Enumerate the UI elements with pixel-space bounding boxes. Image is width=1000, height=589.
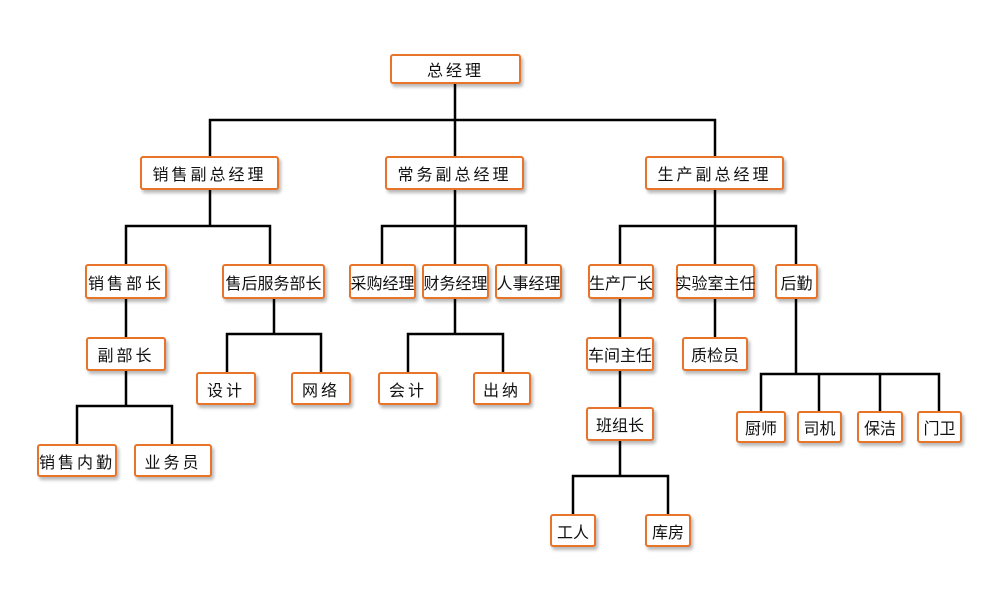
node-lab-director: 实验室主任 <box>676 264 756 299</box>
connector-plant <box>571 297 670 516</box>
node-general-manager: 总经理 <box>390 54 521 84</box>
node-plant-manager: 生产厂长 <box>588 264 654 299</box>
connector-gm-vps <box>208 80 717 160</box>
node-sales-support: 销售内勤 <box>37 444 117 477</box>
node-ops-vp: 常务副总经理 <box>385 156 524 190</box>
node-network: 网络 <box>291 372 351 405</box>
node-warehouse: 库房 <box>645 514 691 547</box>
node-workshop-director: 车间主任 <box>586 337 654 371</box>
connector-deputy <box>75 369 174 446</box>
node-team-leader: 班组长 <box>586 407 654 441</box>
node-salesperson: 业务员 <box>134 444 212 477</box>
node-finance-manager: 财务经理 <box>422 264 489 299</box>
node-sales-head: 销售部长 <box>85 264 167 299</box>
node-logistics: 后勤 <box>775 264 818 299</box>
connector-prod-vp <box>618 188 798 266</box>
node-deputy-head: 副部长 <box>86 337 166 371</box>
node-cook: 厨师 <box>736 411 786 443</box>
node-driver: 司机 <box>797 411 842 443</box>
node-after-sales-head: 售后服务部长 <box>222 264 325 299</box>
connector-ops-vp <box>380 188 528 266</box>
connector-sales-vp <box>124 188 272 266</box>
node-worker: 工人 <box>550 514 596 547</box>
node-guard: 门卫 <box>917 411 962 443</box>
node-cleaning: 保洁 <box>857 411 903 443</box>
node-prod-vp: 生产副总经理 <box>645 156 784 190</box>
node-design: 设计 <box>196 372 256 405</box>
node-sales-vp: 销售副总经理 <box>140 156 279 190</box>
connector-logistics <box>759 297 941 413</box>
connector-finance <box>406 297 505 374</box>
node-procurement-manager: 采购经理 <box>349 264 416 299</box>
connector-after-sales <box>225 297 323 374</box>
node-accountant: 会计 <box>378 372 438 405</box>
node-cashier: 出纳 <box>473 372 531 405</box>
node-qc-inspector: 质检员 <box>682 337 748 371</box>
node-hr-manager: 人事经理 <box>495 264 562 299</box>
